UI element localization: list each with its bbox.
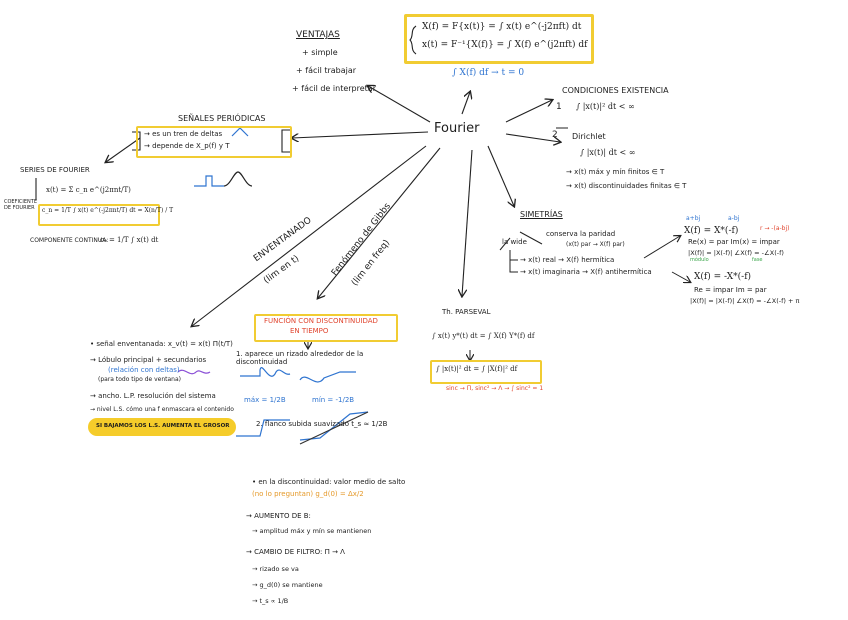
integral-note: ∫ X(f) df → t = 0	[452, 68, 525, 78]
fourier-transform-formula: X(f) = F{x(t)} = ∫ x(t) e^(-j2πft) dt	[422, 22, 582, 32]
condition-1-number: 1	[556, 102, 562, 112]
gibbs-min-label: mín = -1/2B	[312, 396, 355, 404]
parseval-title: Th. PARSEVAL	[442, 308, 491, 316]
formula-highlight-box	[404, 14, 594, 64]
symmetry-title: SIMETRÍAS	[520, 210, 563, 219]
hermitian-ab-conj: a-bj	[728, 215, 740, 222]
ventajas-title: VENTAJAS	[296, 30, 340, 40]
gibbs-step-5: → CAMBIO DE FILTRO: Π → Λ	[246, 548, 345, 556]
windowing-line-3: → ancho. L.P. resolución del sistema	[90, 392, 216, 400]
series-formula: x(t) = Σ c_n e^(j2πnt/T)	[46, 186, 131, 194]
arrow-to-gibbs	[318, 147, 441, 298]
conditions-title: CONDICIONES EXISTENCIA	[562, 86, 669, 95]
arrow-to-ventajas	[368, 86, 431, 123]
coefficient-highlight-box	[38, 204, 160, 226]
dirichlet-title: Dirichlet	[572, 132, 606, 141]
gibbs-step-4: → AUMENTO DE B:	[246, 512, 311, 520]
periodic-title: SEÑALES PERIÓDICAS	[178, 114, 266, 123]
dirichlet-condition-c: → x(t) discontinuidades finitas ∈ T	[566, 182, 687, 190]
gibbs-title-2: EN TIEMPO	[290, 327, 329, 335]
hermitian-ab: a+bj	[686, 215, 701, 222]
arrow-to-windowing	[192, 145, 427, 326]
parseval-highlight-box	[430, 360, 542, 384]
periodic-highlight-box	[136, 126, 292, 158]
gibbs-title-box	[254, 314, 398, 342]
condition-1-formula: ∫ |x(t)|² dt < ∞	[576, 102, 635, 111]
gibbs-step-2: 2. flanco subida suavizado t_s ≈ 1/2B	[256, 420, 388, 428]
arrow-periodic-to-series	[106, 137, 141, 162]
hermitian-modulo-label: módulo	[690, 257, 709, 263]
gibbs-max-label: máx = 1/2B	[244, 396, 286, 404]
parseval-formula-1: ∫ x(t) y*(t) dt = ∫ X(f) Y*(f) df	[432, 332, 535, 340]
dirichlet-condition-a: ∫ |x(t)| dt < ∞	[580, 148, 636, 157]
continuous-component-formula: c₀ = 1/T ∫ x(t) dt	[100, 236, 159, 244]
ventajas-item-simple: + simple	[302, 48, 338, 57]
arrow-to-dirichlet	[505, 133, 560, 142]
hermitian-note: r → -(a-bj)	[760, 225, 790, 232]
symmetry-line-3: → x(t) imaginaria → X(f) antihermítica	[520, 268, 652, 276]
arrow-to-conditions	[505, 100, 552, 123]
dirichlet-condition-b: → x(t) máx y mín finitos ∈ T	[566, 168, 665, 176]
gibbs-step-4a: → amplitud máx y mín se mantienen	[252, 527, 372, 535]
antihermitian-re-im: Re = impar Im = par	[694, 286, 767, 294]
parseval-formula-2: ∫ |x(t)|² dt = ∫ |X(f)|² df	[436, 365, 518, 373]
arrow-to-symmetry	[487, 145, 514, 206]
coefficient-label: COEFICIENTE DE FOURIER	[4, 199, 38, 211]
hermitian-phase-label: fase	[752, 257, 763, 263]
arrow-to-periodic	[292, 131, 429, 138]
windowing-line-1: • señal enventanada: x_v(t) = x(t) Π(t/T…	[90, 340, 233, 348]
periodic-line-2: → depende de X_p(f) y T	[144, 142, 230, 150]
symmetry-line-1: conserva la paridad	[546, 230, 616, 238]
symmetry-line-1b: (x(t) par → X(f) par)	[566, 241, 625, 248]
inverse-fourier-formula: x(t) = F⁻¹{X(f)} = ∫ X(f) e^(j2πft) df	[422, 40, 588, 50]
gibbs-title-1: FUNCIÓN CON DISCONTINUIDAD	[264, 317, 378, 325]
windowing-line-4: → nivel L.S. cómo una f enmascara el con…	[90, 406, 234, 413]
antihermitian-formula: X(f) = -X*(-f)	[694, 272, 752, 282]
gibbs-step-1: 1. aparece un rizado alrededor de la dis…	[236, 350, 364, 367]
windowing-all-windows-note: (para todo tipo de ventana)	[98, 376, 181, 383]
windowing-deltas-note: (relación con deltas)	[108, 366, 180, 374]
windowing-line-2: → Lóbulo principal + secundarios	[90, 356, 207, 364]
hermitian-re-im: Re(x) = par Im(x) = impar	[688, 238, 780, 246]
series-title: SERIES DE FOURIER	[20, 166, 90, 174]
symmetry-wide: la wide	[502, 238, 527, 246]
ventajas-item-facil-trabajar: + fácil trabajar	[296, 66, 357, 75]
hermitian-formula: X(f) = X*(-f)	[684, 226, 739, 236]
windowing-highlight	[88, 418, 236, 436]
coefficient-formula: c_n = 1/T ∫ x(t) e^(-j2πnt/T) dt = X(n/T…	[42, 207, 174, 214]
gibbs-step-5c: → t_s ∝ 1/B	[252, 597, 289, 605]
ventajas-item-facil-interpretar: + fácil de interpretar	[292, 84, 376, 93]
condition-2-number: 2	[552, 130, 558, 140]
arrow-to-parseval	[462, 149, 473, 296]
center-title: Fourier	[434, 121, 480, 136]
antihermitian-mod-phase: |X(f)| = |X(-f)| ∠X(f) = -∠X(-f) + π	[690, 297, 800, 305]
windowing-highlight-text: SI BAJAMOS LOS L.S. AUMENTA EL GROSOR	[96, 423, 230, 429]
parseval-note: sinc → Π, sinc² → Λ → ∫ sinc² = 1	[446, 385, 544, 392]
arrow-to-formula	[461, 92, 470, 115]
gibbs-step-5b: → g_d(0) se mantiene	[252, 581, 323, 589]
hermitian-mod-phase: |X(f)| = |X(-f)| ∠X(f) = -∠X(-f)	[688, 249, 784, 257]
symmetry-line-2: → x(t) real → X(f) hermítica	[520, 256, 615, 264]
periodic-line-1: → es un tren de deltas	[144, 130, 223, 138]
gibbs-step-5a: → rizado se va	[252, 565, 299, 573]
gibbs-step-3-note: (no lo preguntan) g_d(0) = Δx/2	[252, 490, 364, 498]
gibbs-step-3: • en la discontinuidad: valor medio de s…	[252, 478, 406, 486]
continuous-component-label: COMPONENTE CONTINUA:	[30, 237, 109, 244]
